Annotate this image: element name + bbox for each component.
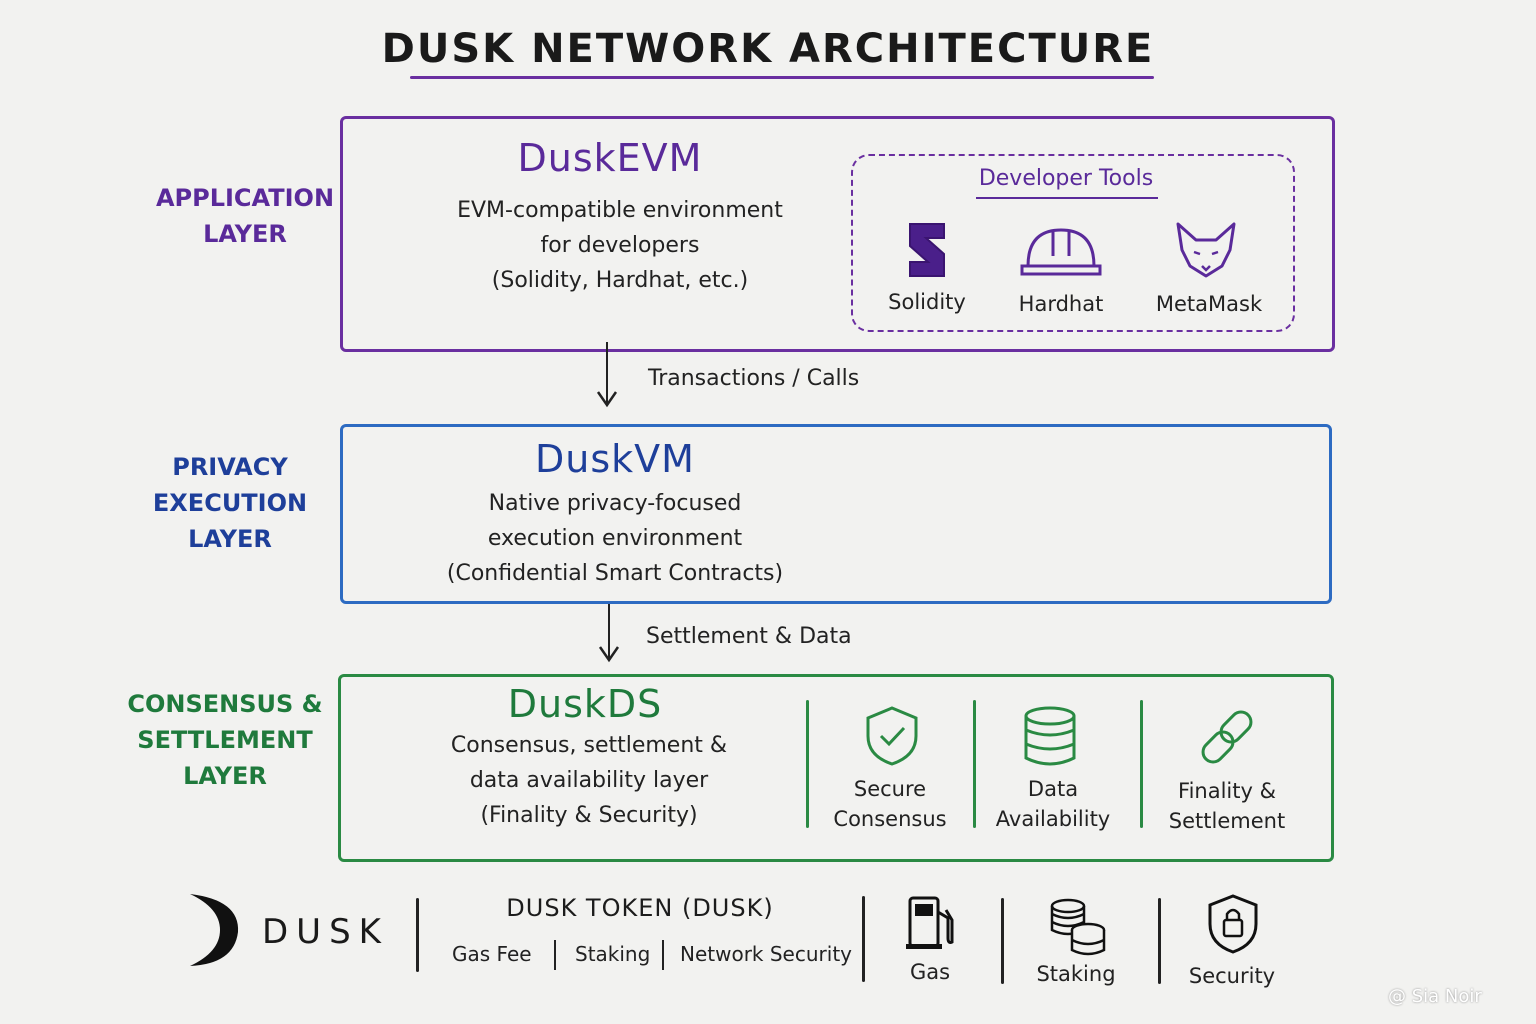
token-use-staking: Staking bbox=[575, 942, 651, 966]
chain-link-icon bbox=[1201, 710, 1253, 764]
label-line: LAYER bbox=[188, 525, 272, 553]
token-use-separator bbox=[662, 940, 664, 970]
token-use-network-security: Network Security bbox=[680, 942, 852, 966]
desc-line: Native privacy-focused bbox=[488, 491, 742, 516]
privacy-layer-label: PRIVACY EXECUTION LAYER bbox=[115, 449, 345, 557]
solidity-icon bbox=[909, 223, 945, 277]
label-line: CONSENSUS & bbox=[127, 690, 323, 718]
feature-divider bbox=[806, 700, 809, 828]
dusk-ds-description: Consensus, settlement & data availabilit… bbox=[384, 728, 794, 833]
watermark: @ Sia Noir bbox=[1388, 986, 1482, 1007]
feature-label-secure-consensus: Secure Consensus bbox=[815, 774, 965, 834]
footer-divider bbox=[416, 898, 419, 972]
footer-divider bbox=[862, 896, 865, 982]
utility-label-gas: Gas bbox=[909, 960, 951, 984]
feature-label-data-availability: Data Availability bbox=[978, 774, 1128, 834]
feature-label-line: Data bbox=[1027, 777, 1079, 801]
footer-divider bbox=[1001, 898, 1004, 984]
consensus-layer-label: CONSENSUS & SETTLEMENT LAYER bbox=[110, 686, 340, 794]
dusk-evm-title: DuskEVM bbox=[517, 136, 703, 180]
token-use-separator bbox=[554, 940, 556, 970]
label-line: SETTLEMENT bbox=[137, 726, 313, 754]
utility-label-staking: Staking bbox=[1036, 962, 1116, 986]
footer-divider bbox=[1158, 898, 1161, 984]
flow-arrow-shaft bbox=[606, 342, 608, 404]
fuel-pump-icon bbox=[906, 896, 954, 949]
token-use-gas-fee: Gas Fee bbox=[452, 942, 532, 966]
database-icon bbox=[1024, 706, 1076, 766]
label-line: EXECUTION bbox=[152, 489, 308, 517]
title-underline bbox=[410, 76, 1154, 79]
dusk-moon-logo-icon bbox=[190, 894, 239, 966]
dusk-ds-title: DuskDS bbox=[507, 682, 663, 726]
flow-arrow-shaft bbox=[608, 604, 610, 660]
application-layer-label: APPLICATION LAYER bbox=[130, 180, 360, 252]
dusk-evm-box bbox=[340, 116, 1335, 352]
label-line: LAYER bbox=[203, 220, 287, 248]
dusk-evm-description: EVM-compatible environment for developer… bbox=[410, 193, 830, 298]
desc-line: Consensus, settlement & bbox=[450, 733, 728, 758]
desc-line: data availability layer bbox=[469, 768, 709, 793]
developer-tools-group bbox=[851, 154, 1295, 332]
feature-label-line: Settlement bbox=[1168, 809, 1286, 833]
tool-label-hardhat: Hardhat bbox=[1018, 292, 1104, 316]
dusk-token-title: DUSK TOKEN (DUSK) bbox=[506, 894, 774, 922]
arrow-down-icon bbox=[598, 646, 620, 663]
label-line: LAYER bbox=[183, 762, 267, 790]
feature-label-line: Consensus bbox=[833, 807, 947, 831]
feature-label-line: Secure bbox=[853, 777, 927, 801]
desc-line: execution environment bbox=[487, 526, 743, 551]
feature-label-line: Finality & bbox=[1178, 779, 1276, 803]
tool-label-solidity: Solidity bbox=[888, 290, 966, 314]
developer-tools-title: Developer Tools bbox=[978, 166, 1154, 191]
desc-line: EVM-compatible environment bbox=[457, 198, 783, 223]
shield-check-icon bbox=[866, 706, 918, 766]
feature-divider bbox=[1140, 700, 1143, 828]
tool-label-metamask: MetaMask bbox=[1155, 292, 1263, 316]
dusk-vm-description: Native privacy-focused execution environ… bbox=[410, 486, 820, 591]
desc-line: (Finality & Security) bbox=[480, 803, 698, 828]
dusk-ds-box bbox=[338, 674, 1334, 862]
arrow-down-icon bbox=[596, 391, 618, 408]
dusk-vm-box bbox=[340, 424, 1332, 604]
shield-lock-icon bbox=[1208, 894, 1258, 954]
desc-line: (Solidity, Hardhat, etc.) bbox=[491, 268, 749, 293]
diagram-title: DUSK NETWORK ARCHITECTURE bbox=[381, 26, 1155, 72]
desc-line: (Confidential Smart Contracts) bbox=[446, 561, 784, 586]
flow-label-transactions: Transactions / Calls bbox=[648, 366, 860, 391]
developer-tools-underline bbox=[976, 197, 1158, 199]
utility-label-security: Security bbox=[1188, 964, 1276, 988]
hardhat-icon bbox=[1020, 228, 1102, 276]
dusk-brand-wordmark: DUSK bbox=[262, 912, 389, 952]
metamask-fox-icon bbox=[1176, 222, 1236, 278]
desc-line: for developers bbox=[540, 233, 700, 258]
feature-divider bbox=[973, 700, 976, 828]
dusk-vm-title: DuskVM bbox=[535, 437, 695, 481]
label-line: PRIVACY bbox=[172, 453, 288, 481]
flow-label-settlement: Settlement & Data bbox=[646, 624, 852, 649]
feature-label-line: Availability bbox=[995, 807, 1111, 831]
label-line: APPLICATION bbox=[155, 184, 335, 212]
feature-label-finality: Finality & Settlement bbox=[1152, 776, 1302, 836]
coin-stack-icon bbox=[1050, 898, 1106, 956]
